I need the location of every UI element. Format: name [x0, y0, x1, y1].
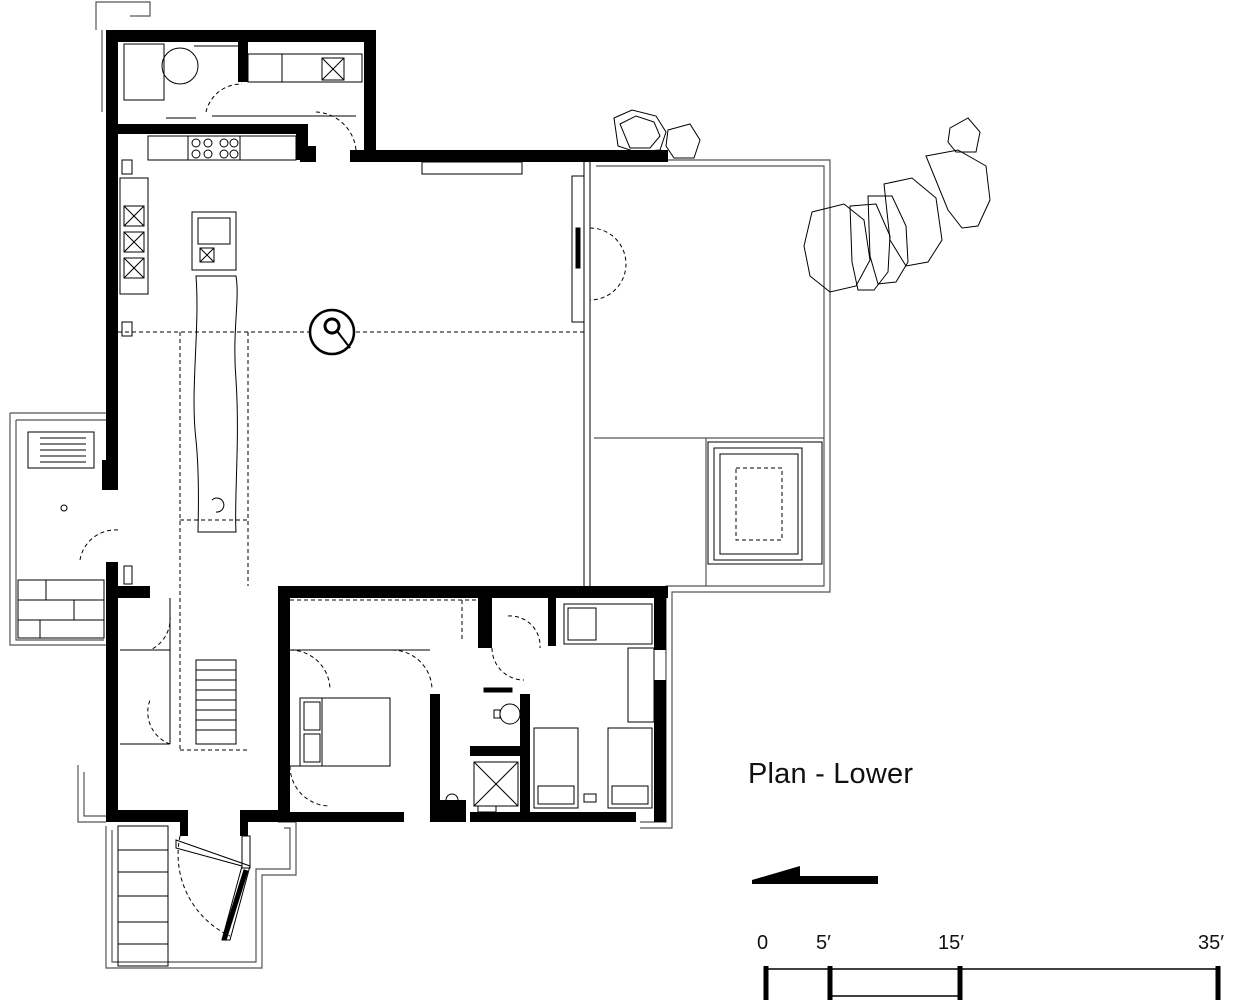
interior-linework: [17, 43, 823, 967]
scale-label-15: 15′: [938, 932, 964, 954]
scale-label-0: 0: [757, 932, 769, 954]
entry-door: [175, 835, 251, 941]
north-arrow-icon: [752, 866, 878, 884]
scale-bar: [763, 966, 1221, 1000]
scale-label-35: 35′: [1198, 932, 1224, 954]
boulders: [613, 109, 991, 293]
site-outlines: [9, 1, 831, 969]
walls: [102, 30, 668, 836]
column-icon: [308, 308, 356, 356]
plan-title: Plan - Lower: [748, 758, 914, 790]
scale-label-5: 5′: [816, 932, 831, 954]
